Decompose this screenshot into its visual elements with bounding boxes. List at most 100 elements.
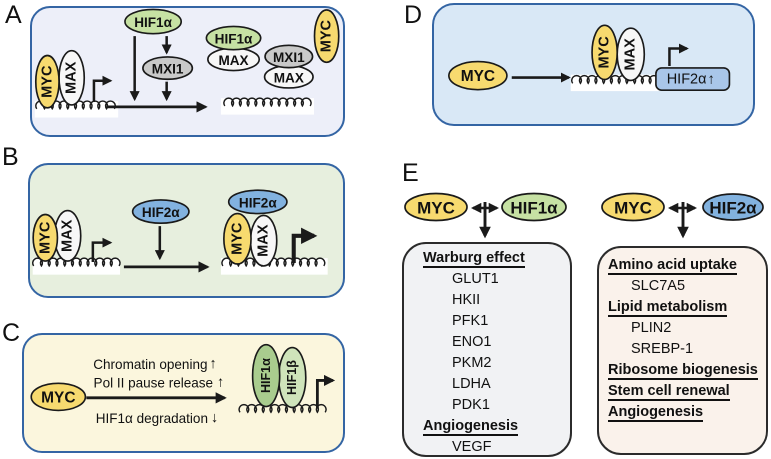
max-label: MAX <box>60 219 76 252</box>
dna-backdrop <box>32 258 121 275</box>
mxi1-ellipse <box>264 44 314 69</box>
hif2a-ellipse <box>702 193 764 221</box>
e-right-row: PLIN2 <box>599 318 766 339</box>
gene-slc7a5: SLC7A5 <box>631 278 686 294</box>
chromatin-opening-label: Chromatin opening <box>93 357 207 372</box>
promoter-arrow-icon <box>92 75 113 103</box>
angiogenesis-header: Angiogenesis <box>423 418 519 436</box>
dna-coil-icon <box>571 74 660 85</box>
strong-promoter-arrow-icon <box>291 227 318 264</box>
panel-b-label: B <box>2 143 19 171</box>
myc-label: MYC <box>597 36 613 69</box>
hif1a-degradation-label: HIF1α degradation <box>96 411 208 426</box>
e-right-row: Ribosome biogenesis <box>599 360 766 381</box>
hif2a-label: HIF2α <box>239 195 277 210</box>
panel-a-label: A <box>5 1 22 29</box>
gene-glut1: GLUT1 <box>452 271 499 287</box>
hif2a-label: HIF2α <box>142 205 180 220</box>
myc-label: MYC <box>461 68 495 85</box>
mxi1-label: MXI1 <box>273 50 305 65</box>
hif2a-gene-text: HIF2α↑ <box>667 71 715 87</box>
mxi1-label: MXI1 <box>152 62 184 77</box>
myc-ellipse <box>34 54 60 109</box>
e-right-row: SLC7A5 <box>599 276 766 297</box>
hif1a-degradation-text: HIF1α degradation↓ <box>96 410 218 426</box>
warburg-effect-header: Warburg effect <box>423 250 525 268</box>
myc-ellipse <box>601 192 665 222</box>
max-label: MAX <box>623 38 639 71</box>
myc-label: MYC <box>41 389 75 406</box>
panel-c-label: C <box>2 319 21 347</box>
promoter-arrow-icon <box>315 374 336 409</box>
ribosome-biogenesis-header: Ribosome biogenesis <box>608 362 758 380</box>
gene-srebp1: SREBP-1 <box>631 341 694 357</box>
max-label: MAX <box>218 53 248 68</box>
e-left-row: HKII <box>404 290 570 311</box>
e-left-row: Angiogenesis <box>404 416 570 437</box>
e-left-row: PKM2 <box>404 353 570 374</box>
angiogenesis-header: Angiogenesis <box>608 404 704 422</box>
dna-backdrop <box>570 74 660 92</box>
myc-ellipse <box>32 213 59 262</box>
e-right-row: Lipid metabolism <box>599 297 766 318</box>
gene-ldha: LDHA <box>452 376 491 392</box>
dna-coil-icon <box>223 97 312 108</box>
e-left-row: PDK1 <box>404 395 570 416</box>
pol2-pause-release-label: Pol II pause release <box>94 375 213 390</box>
max-label: MAX <box>274 70 304 85</box>
hif2a-gene-label: HIF2α <box>667 71 707 87</box>
hif1a-label: HIF1α <box>215 32 253 47</box>
myc-ellipse <box>223 212 252 265</box>
e-left-row: Warburg effect <box>404 248 570 269</box>
myc-ellipse <box>313 9 340 64</box>
e-left-row: PFK1 <box>404 311 570 332</box>
hif1a-ellipse <box>124 8 183 35</box>
e-left-row: GLUT1 <box>404 269 570 290</box>
gene-pdk1: PDK1 <box>452 397 490 413</box>
panel-d: MYC MAX MYC HIF2α↑ <box>432 3 755 126</box>
panel-d-label: D <box>404 1 423 29</box>
hif2a-ellipse <box>227 189 288 215</box>
hif1a-ellipse <box>205 25 262 51</box>
hif2a-gene-box <box>655 67 731 91</box>
myc-ellipse <box>404 192 468 222</box>
gene-plin2: PLIN2 <box>631 320 672 336</box>
warburg-effect-box: Warburg effect GLUT1 HKII PFK1 ENO1 PKM2… <box>402 242 572 457</box>
e-right-row: SREBP-1 <box>599 339 766 360</box>
hif2a-targets-box: Amino acid uptake SLC7A5 Lipid metabolis… <box>597 246 768 455</box>
myc-label: MYC <box>229 222 245 255</box>
down-arrow-icon: ↓ <box>211 410 218 426</box>
panel-e-header: MYC HIF1α MYC HIF2α <box>404 192 764 239</box>
gene-vegf: VEGF <box>452 439 492 455</box>
e-left-row: VEGF <box>404 437 570 458</box>
e-right-row: Amino acid uptake <box>599 255 766 276</box>
up-arrow-icon: ↑ <box>217 374 224 390</box>
e-right-row: Angiogenesis <box>599 402 766 423</box>
myc-label: MYC <box>39 65 55 98</box>
hif1a-label: HIF1α <box>134 15 172 30</box>
dna-coil-icon <box>238 403 327 414</box>
hif1a-label: HIF1α <box>510 199 558 218</box>
chromatin-opening-text: Chromatin opening↑ <box>93 356 216 372</box>
hif1a-ellipse <box>501 192 567 222</box>
panel-a: MAX MYC HIF1α MXI1 MAX HIF1α MAX MXI1 MY… <box>30 6 345 137</box>
dna-coil-icon <box>31 257 121 268</box>
max-label: MAX <box>256 224 272 257</box>
panel-c: MYC Chromatin opening↑ Pol II pause rele… <box>22 333 345 453</box>
max-label: MAX <box>64 61 80 94</box>
promoter-arrow-icon <box>91 237 113 263</box>
e-left-row: LDHA <box>404 374 570 395</box>
myc-label: MYC <box>614 199 652 218</box>
e-left-row: ENO1 <box>404 332 570 353</box>
pol2-pause-release-text: Pol II pause release ↑ <box>94 374 225 390</box>
mxi1-ellipse <box>142 56 194 81</box>
hif1a-ellipse <box>251 343 281 408</box>
stem-cell-renewal-header: Stem cell renewal <box>608 383 730 401</box>
amino-acid-uptake-header: Amino acid uptake <box>608 257 737 275</box>
myc-label: MYC <box>417 199 455 218</box>
up-arrow-icon: ↑ <box>707 71 714 87</box>
hif2a-label: HIF2α <box>709 199 757 218</box>
lipid-metabolism-header: Lipid metabolism <box>608 299 728 317</box>
panel-e-label: E <box>402 159 419 187</box>
